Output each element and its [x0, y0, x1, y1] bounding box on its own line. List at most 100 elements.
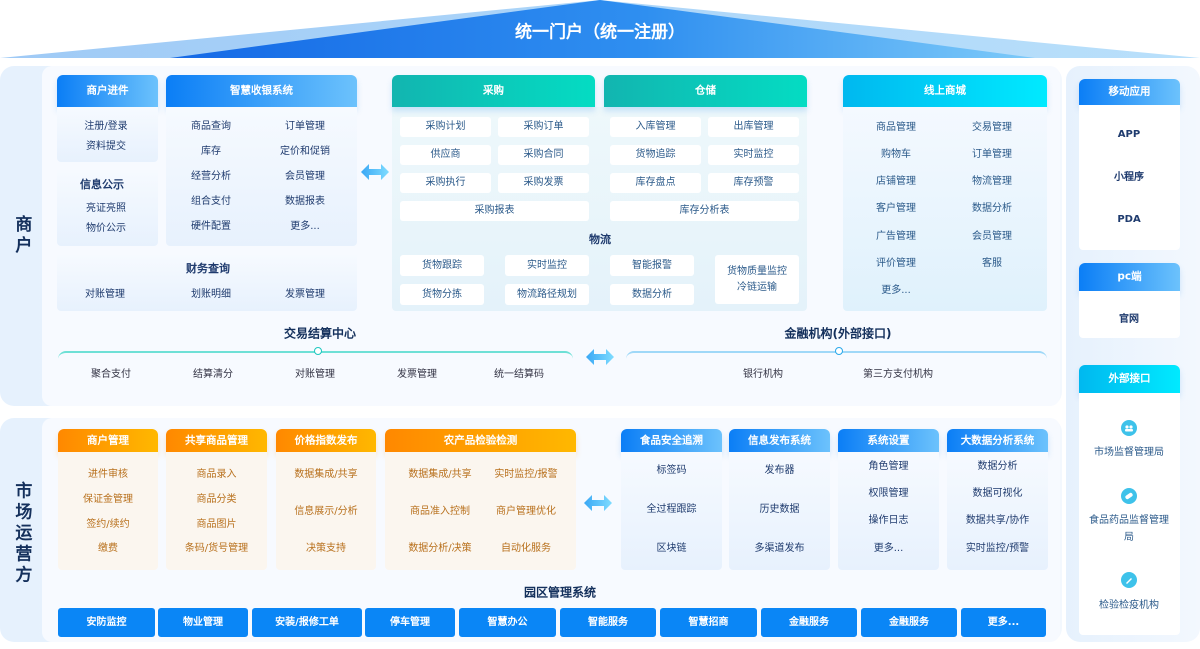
- grid-item[interactable]: 采购订单: [523, 121, 564, 132]
- cashier-item[interactable]: 会员管理: [285, 171, 325, 182]
- mall-item[interactable]: 交易管理: [972, 122, 1012, 133]
- item[interactable]: 数据集成/共享: [294, 469, 358, 480]
- logistics-item[interactable]: 冷链运输: [737, 282, 777, 293]
- park-button-label[interactable]: 智慧招商: [688, 616, 729, 628]
- financial-item[interactable]: 银行机构: [743, 369, 783, 380]
- item[interactable]: 商品图片: [196, 519, 237, 530]
- cashier-item[interactable]: 库存: [201, 146, 221, 157]
- grid-item[interactable]: 采购报表: [474, 205, 515, 216]
- item[interactable]: 数据可视化: [972, 488, 1023, 499]
- item[interactable]: 数据集成/共享: [408, 469, 472, 480]
- settlement-item[interactable]: 发票管理: [397, 369, 437, 380]
- disclosure-item[interactable]: 物价公示: [86, 223, 126, 234]
- logistics-item[interactable]: 货物分拣: [422, 288, 462, 300]
- mall-item[interactable]: 店铺管理: [876, 176, 916, 187]
- mall-item[interactable]: 广告管理: [876, 231, 916, 242]
- item[interactable]: 发布器: [764, 465, 795, 476]
- item[interactable]: 角色管理: [868, 461, 909, 472]
- park-button[interactable]: [961, 608, 1046, 637]
- park-button-label[interactable]: 物业管理: [183, 616, 223, 628]
- mall-item[interactable]: 数据分析: [972, 203, 1012, 214]
- park-button[interactable]: [761, 608, 857, 637]
- mall-item[interactable]: 客服: [982, 258, 1002, 269]
- park-button-label[interactable]: 金融服务: [889, 616, 929, 628]
- item[interactable]: 决策支持: [306, 543, 346, 554]
- item[interactable]: 进件审核: [88, 469, 128, 480]
- item[interactable]: 缴费: [98, 543, 118, 554]
- cashier-item[interactable]: 定价和促销: [280, 146, 330, 157]
- item[interactable]: 操作日志: [868, 515, 909, 526]
- item[interactable]: 权限管理: [868, 488, 909, 499]
- item[interactable]: 商品准入控制: [410, 506, 470, 517]
- park-button-label[interactable]: 停车管理: [390, 616, 430, 628]
- item[interactable]: 条码/货号管理: [184, 543, 249, 554]
- park-button[interactable]: [660, 608, 757, 637]
- item[interactable]: 数据分析: [977, 461, 1018, 472]
- grid-item[interactable]: 采购发票: [523, 177, 564, 188]
- onboarding-item[interactable]: 资料提交: [86, 141, 126, 152]
- mall-item[interactable]: 客户管理: [876, 203, 916, 214]
- park-button[interactable]: [158, 608, 248, 637]
- mobile-item[interactable]: 小程序: [1114, 172, 1144, 183]
- mall-item[interactable]: 购物车: [881, 149, 911, 160]
- finance-item[interactable]: 划账明细: [191, 289, 231, 300]
- settlement-item[interactable]: 对账管理: [295, 369, 335, 380]
- item[interactable]: 商品分类: [196, 494, 237, 505]
- grid-item[interactable]: 库存预警: [733, 177, 774, 188]
- item[interactable]: 商户管理优化: [496, 506, 556, 517]
- grid-item[interactable]: 采购计划: [425, 121, 466, 132]
- external-item[interactable]: 市场监督管理局: [1094, 447, 1164, 458]
- logistics-item[interactable]: 物流路径规划: [517, 288, 577, 300]
- settlement-item[interactable]: 结算清分: [193, 369, 233, 380]
- grid-item[interactable]: 出库管理: [733, 121, 774, 132]
- settlement-item[interactable]: 统一结算码: [494, 369, 544, 380]
- item[interactable]: 全过程跟踪: [646, 504, 697, 515]
- item[interactable]: 多渠道发布: [754, 543, 805, 554]
- park-button[interactable]: [459, 608, 556, 637]
- grid-item[interactable]: 库存分析表: [679, 205, 730, 216]
- item[interactable]: 自动化服务: [501, 543, 551, 554]
- mall-item[interactable]: 订单管理: [972, 149, 1012, 160]
- logistics-item[interactable]: 货物质量监控: [727, 266, 787, 277]
- park-button-label[interactable]: 安防监控: [86, 616, 127, 628]
- park-button-label[interactable]: 更多...: [987, 616, 1020, 628]
- logistics-item[interactable]: 数据分析: [632, 288, 672, 300]
- item[interactable]: 签约/续约: [86, 519, 130, 530]
- item[interactable]: 商品录入: [196, 469, 237, 480]
- pc-item[interactable]: 官网: [1119, 314, 1139, 325]
- disclosure-item[interactable]: 亮证亮照: [86, 203, 126, 214]
- external-item[interactable]: 食品药品监督管理局: [1089, 515, 1169, 543]
- cashier-item[interactable]: 组合支付: [191, 196, 231, 207]
- grid-item[interactable]: 供应商: [430, 149, 461, 160]
- park-button[interactable]: [560, 608, 656, 637]
- item[interactable]: 信息展示/分析: [294, 506, 358, 517]
- finance-item[interactable]: 发票管理: [285, 289, 325, 300]
- park-button-label[interactable]: 安装/报修工单: [275, 616, 339, 628]
- logistics-item[interactable]: 实时监控: [527, 259, 567, 271]
- grid-item[interactable]: 库存盘点: [635, 177, 676, 188]
- park-button[interactable]: [861, 608, 957, 637]
- park-button[interactable]: [58, 608, 155, 637]
- mobile-item[interactable]: APP: [1117, 129, 1141, 140]
- item[interactable]: 实时监控/预警: [965, 543, 1030, 554]
- cashier-item[interactable]: 订单管理: [285, 121, 325, 132]
- financial-item[interactable]: 第三方支付机构: [863, 369, 933, 380]
- external-item[interactable]: 检验检疫机构: [1099, 600, 1159, 611]
- park-button-label[interactable]: 金融服务: [789, 616, 829, 628]
- item[interactable]: 历史数据: [759, 504, 800, 515]
- cashier-item[interactable]: 更多...: [290, 221, 320, 232]
- item[interactable]: 实时监控/报警: [494, 469, 558, 480]
- mobile-item[interactable]: PDA: [1117, 214, 1141, 225]
- logistics-item[interactable]: 智能报警: [632, 259, 672, 271]
- cashier-item[interactable]: 数据报表: [285, 196, 325, 207]
- grid-item[interactable]: 入库管理: [635, 121, 676, 132]
- grid-item[interactable]: 采购合同: [523, 149, 564, 160]
- park-button-label[interactable]: 智慧办公: [487, 616, 528, 628]
- item[interactable]: 数据共享/协作: [965, 515, 1030, 526]
- item[interactable]: 保证金管理: [83, 494, 133, 505]
- mall-item[interactable]: 物流管理: [972, 176, 1012, 187]
- finance-item[interactable]: 对账管理: [85, 289, 125, 300]
- item[interactable]: 更多...: [873, 543, 904, 554]
- settlement-item[interactable]: 聚合支付: [91, 369, 131, 380]
- item[interactable]: 标签码: [656, 465, 687, 476]
